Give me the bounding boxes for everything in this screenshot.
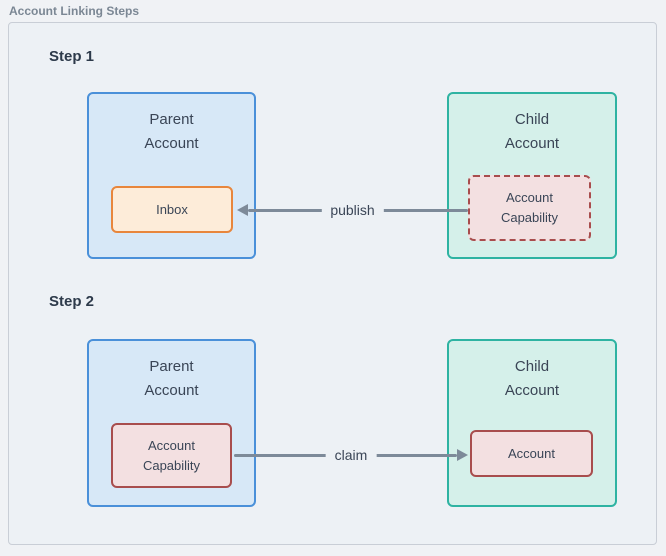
step1-account-capability-box: Account Capability	[468, 175, 591, 241]
step2-heading: Step 2	[49, 293, 95, 310]
step1-inbox-box: Inbox	[111, 186, 233, 233]
figure-title: Account Linking Steps	[9, 4, 140, 18]
diagram-panel: Step 1 Parent Account Inbox Child Accoun…	[8, 22, 657, 545]
step2-child-account-title: Child Account	[504, 358, 560, 399]
step1-publish-arrow: publish	[237, 202, 468, 218]
step1-heading: Step 1	[49, 48, 95, 65]
step1-parent-account-title: Parent Account	[144, 111, 199, 152]
step2-child-account-box: Child Account	[447, 339, 617, 507]
step2-account-capability-box: Account Capability	[111, 423, 232, 488]
arrow-head-left-icon	[237, 204, 248, 216]
step2-parent-account-title: Parent Account	[144, 358, 199, 399]
step1-child-account-title: Child Account	[504, 111, 560, 152]
step1-parent-account-box: Parent Account	[87, 92, 256, 259]
step1-arrow-label: publish	[321, 202, 384, 218]
step2-arrow-label: claim	[325, 447, 377, 463]
step2-claim-arrow: claim	[234, 447, 468, 463]
step2-account-box: Account	[470, 430, 593, 477]
arrow-head-right-icon	[457, 449, 468, 461]
